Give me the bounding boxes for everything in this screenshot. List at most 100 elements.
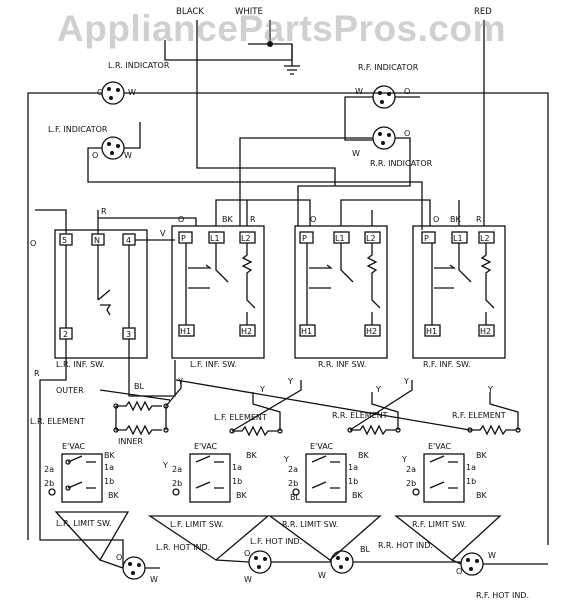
svg-text:BK: BK	[222, 215, 233, 224]
svg-text:O: O	[404, 87, 410, 96]
svg-text:L2: L2	[480, 234, 490, 243]
svg-text:BK: BK	[450, 215, 461, 224]
svg-text:BK: BK	[246, 451, 257, 460]
svg-text:O: O	[116, 553, 122, 562]
svg-text:2b: 2b	[44, 479, 54, 488]
svg-text:BK: BK	[104, 451, 115, 460]
svg-text:R: R	[476, 215, 482, 224]
svg-text:BK: BK	[476, 491, 487, 500]
svg-text:W: W	[244, 575, 252, 584]
svg-text:P: P	[302, 234, 307, 243]
lf-element-label: L.F. ELEMENT	[214, 413, 267, 422]
svg-text:Y: Y	[287, 377, 293, 386]
svg-text:W: W	[488, 551, 496, 560]
rf-limit-switch: R.F. LIMIT SW.	[394, 515, 502, 561]
svg-text:L.R. LIMIT SW.: L.R. LIMIT SW.	[56, 519, 111, 528]
svg-text:O: O	[456, 567, 462, 576]
svg-text:Y: Y	[283, 455, 289, 464]
svg-text:H2: H2	[241, 327, 252, 336]
svg-text:4: 4	[126, 236, 131, 245]
rf-element-label: R.F. ELEMENT	[452, 411, 506, 420]
rr-indicator-label: R.R. INDICATOR	[370, 159, 433, 168]
rf-inf-switch: P L1 L2 H1 H2 R.F. INF. SW.	[412, 225, 506, 369]
svg-text:1b: 1b	[466, 477, 476, 486]
svg-text:BK: BK	[358, 451, 369, 460]
lr-limit-switch: L.R. LIMIT SW.	[54, 511, 130, 562]
lr-evac: E'VAC 2a 2b 1a 1b BK BK	[44, 442, 119, 503]
lf-indicator-label: L.F. INDICATOR	[48, 125, 108, 134]
rf-hot-indicator: R.F. HOT IND. O W	[456, 551, 529, 600]
black-label: BLACK	[176, 7, 204, 17]
lf-inf-switch: P L1 L2 H1 H2 L.F. INF. SW.	[171, 225, 265, 369]
svg-text:Y: Y	[162, 461, 168, 470]
svg-text:W: W	[355, 87, 363, 96]
svg-text:L.F. HOT IND.: L.F. HOT IND.	[250, 537, 302, 546]
svg-text:E'VAC: E'VAC	[62, 442, 86, 451]
svg-text:L2: L2	[241, 234, 251, 243]
svg-text:E'VAC: E'VAC	[310, 442, 334, 451]
rr-hot-indicator: R.R. HOT IND. BL W	[318, 541, 433, 580]
svg-text:O: O	[244, 549, 250, 558]
lr-hot-indicator: L.R. HOT IND. O W	[116, 543, 210, 584]
svg-text:R.F. LIMIT SW.: R.F. LIMIT SW.	[412, 520, 466, 529]
svg-text:BK: BK	[352, 491, 363, 500]
rr-element: R.R. ELEMENT	[332, 411, 401, 436]
svg-text:BL: BL	[360, 545, 370, 554]
svg-text:2b: 2b	[172, 479, 182, 488]
ground-lead	[284, 44, 300, 75]
svg-text:W: W	[150, 575, 158, 584]
rf-indicator: R.F. INDICATOR W O	[355, 63, 419, 109]
svg-text:2: 2	[63, 330, 68, 339]
red-label: RED	[474, 7, 492, 17]
svg-text:O: O	[433, 215, 439, 224]
lf-hot-indicator: L.F. HOT IND. O W	[244, 537, 302, 584]
svg-text:E'VAC: E'VAC	[428, 442, 452, 451]
svg-text:N: N	[94, 236, 100, 245]
svg-text:Y: Y	[259, 385, 265, 394]
svg-text:R.F. HOT IND.: R.F. HOT IND.	[476, 591, 529, 600]
lf-limit-switch: L.F. LIMIT SW.	[147, 515, 270, 561]
svg-text:1b: 1b	[232, 477, 242, 486]
black-wire	[196, 20, 336, 186]
svg-text:O: O	[310, 215, 316, 224]
svg-text:R: R	[34, 369, 40, 378]
rr-evac: E'VAC 2a 2b 1a 1b Y BK BL BK	[283, 442, 369, 503]
white-label: WHITE	[235, 7, 263, 17]
svg-text:1b: 1b	[104, 477, 114, 486]
svg-text:2b: 2b	[406, 479, 416, 488]
lr-indicator: L.R. INDICATOR O W	[97, 61, 170, 105]
svg-text:O: O	[178, 215, 184, 224]
svg-text:W: W	[352, 149, 360, 158]
svg-text:L1: L1	[335, 234, 345, 243]
svg-text:R.R. HOT IND.: R.R. HOT IND.	[378, 541, 433, 550]
svg-text:L1: L1	[453, 234, 463, 243]
svg-text:V: V	[160, 229, 166, 238]
svg-text:1b: 1b	[348, 477, 358, 486]
svg-text:P: P	[181, 234, 186, 243]
rr-element-label: R.R. ELEMENT	[332, 411, 388, 420]
svg-text:H1: H1	[426, 327, 437, 336]
svg-text:R: R	[250, 215, 256, 224]
inner-label: INNER	[118, 437, 143, 446]
lf-indicator: L.F. INDICATOR O W	[48, 125, 132, 160]
svg-text:1a: 1a	[348, 463, 358, 472]
svg-text:3: 3	[126, 330, 131, 339]
svg-text:W: W	[318, 571, 326, 580]
rr-inf-switch: P L1 L2 H1 H2 R.R. INF SW.	[294, 225, 388, 369]
rf-element: R.F. ELEMENT	[452, 411, 521, 436]
svg-text:BK: BK	[476, 451, 487, 460]
svg-text:2a: 2a	[44, 465, 54, 474]
lr-inf-switch-label: L.R. INF. SW.	[56, 360, 105, 369]
svg-text:Y: Y	[487, 385, 493, 394]
svg-text:O: O	[92, 151, 98, 160]
svg-text:L1: L1	[210, 234, 220, 243]
svg-text:H1: H1	[301, 327, 312, 336]
svg-text:O: O	[30, 239, 36, 248]
svg-text:BL: BL	[290, 493, 300, 502]
svg-text:2b: 2b	[288, 479, 298, 488]
lr-indicator-label: L.R. INDICATOR	[108, 61, 170, 70]
svg-text:O: O	[404, 129, 410, 138]
svg-text:1a: 1a	[466, 463, 476, 472]
svg-text:5: 5	[62, 236, 67, 245]
rr-indicator: R.R. INDICATOR W O	[352, 126, 433, 168]
